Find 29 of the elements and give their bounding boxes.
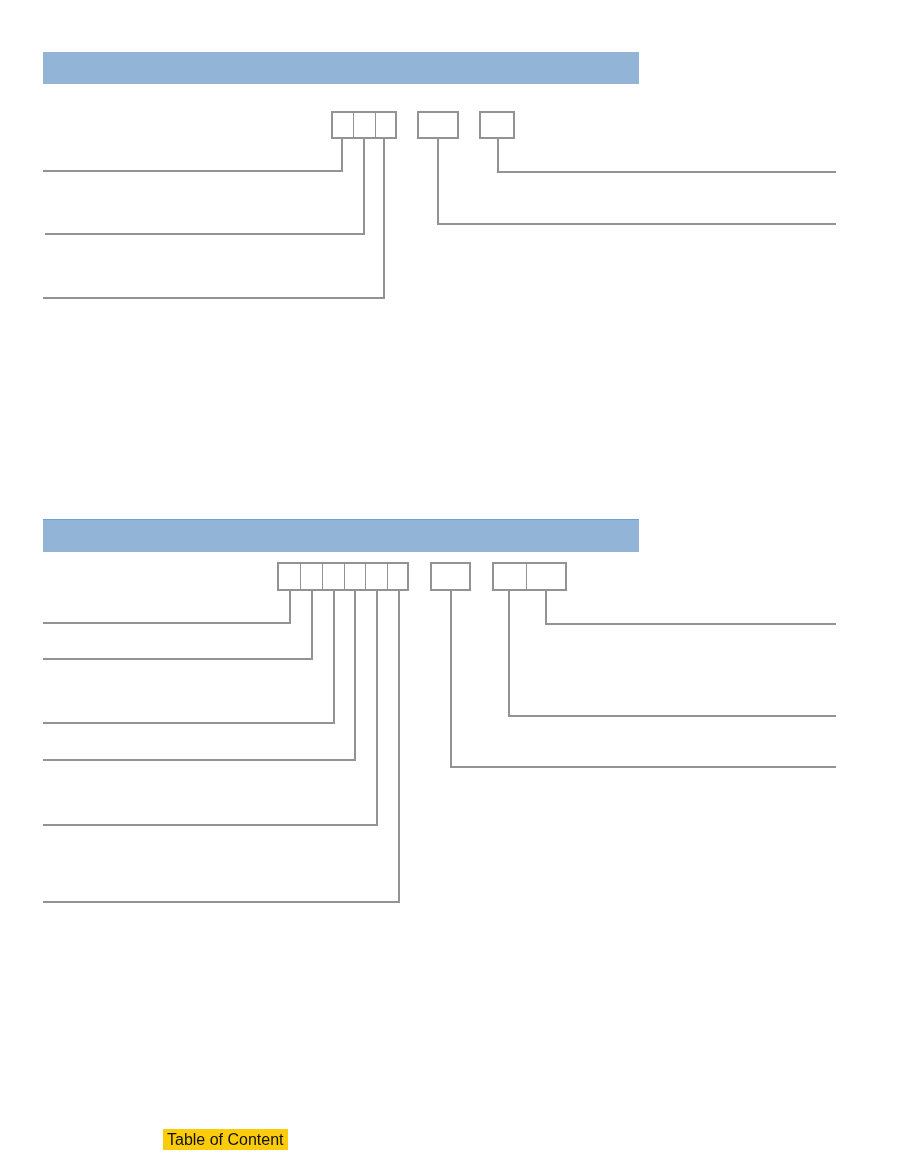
leader-line [497,138,837,173]
code-box [353,111,375,139]
leader-line [42,590,335,724]
code-box [322,562,344,591]
leader-line [42,590,400,903]
code-box [375,111,397,139]
leader-line [44,138,365,235]
code-box [387,562,409,591]
code-box [430,562,471,591]
leader-line [545,590,837,625]
code-box [300,562,322,591]
code-box [479,111,515,139]
leader-line [42,590,291,624]
leader-line [42,590,378,826]
leader-line [42,138,385,299]
leader-line [508,590,837,717]
code-box [417,111,459,139]
code-box [492,562,526,591]
leader-line [450,590,837,768]
leader-line [42,138,343,172]
highlighted-link: Table of Content [163,1129,288,1150]
leader-line [42,590,356,761]
code-box [331,111,353,139]
code-box [344,562,365,591]
code-box [365,562,387,591]
leader-line [42,590,313,660]
leader-line [437,138,837,225]
code-box [526,562,567,591]
code-box [277,562,300,591]
